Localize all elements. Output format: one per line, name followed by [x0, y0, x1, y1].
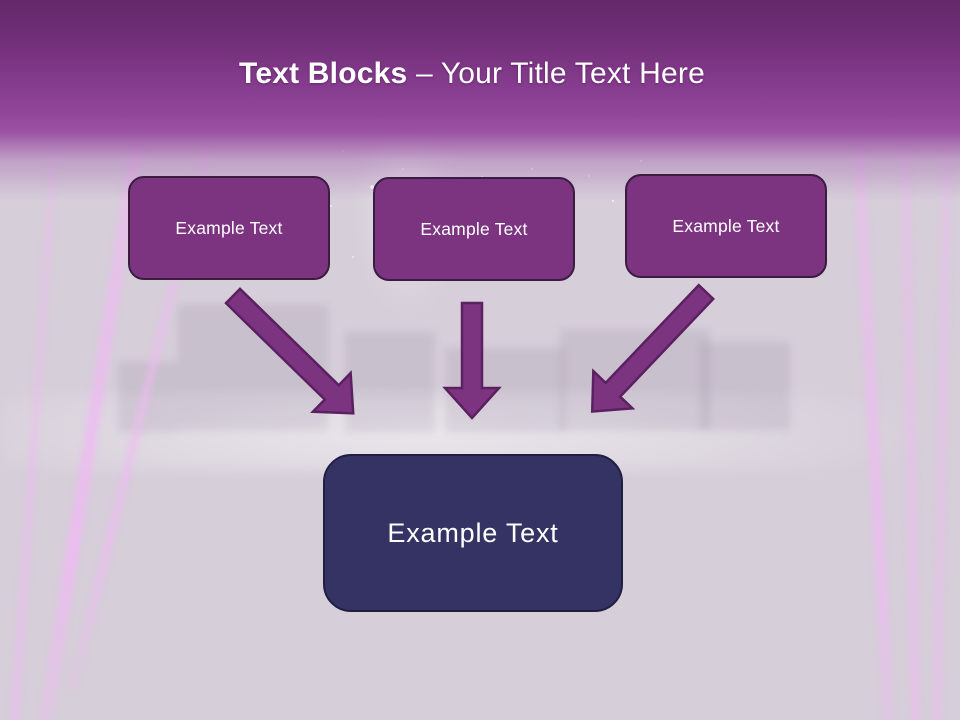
text-block-2: Example Text	[373, 177, 575, 281]
text-block-3-label: Example Text	[672, 215, 780, 236]
text-block-3: Example Text	[625, 174, 827, 278]
skyline-building	[700, 342, 790, 430]
down-right-arrow-icon	[224, 287, 355, 415]
slide-title: Text Blocks – Your Title Text Here	[0, 56, 944, 92]
text-block-1-label: Example Text	[175, 217, 283, 238]
title-regular-text: – Your Title Text Here	[415, 57, 705, 90]
down-arrow-icon	[442, 301, 502, 420]
text-block-2-label: Example Text	[420, 218, 528, 239]
title-bold-text: Text Blocks	[239, 57, 408, 90]
center-block-label: Example Text	[387, 517, 559, 548]
down-left-arrow-icon	[590, 283, 716, 413]
header-band	[0, 0, 960, 200]
text-block-1: Example Text	[128, 176, 330, 280]
center-block: Example Text	[323, 454, 623, 612]
